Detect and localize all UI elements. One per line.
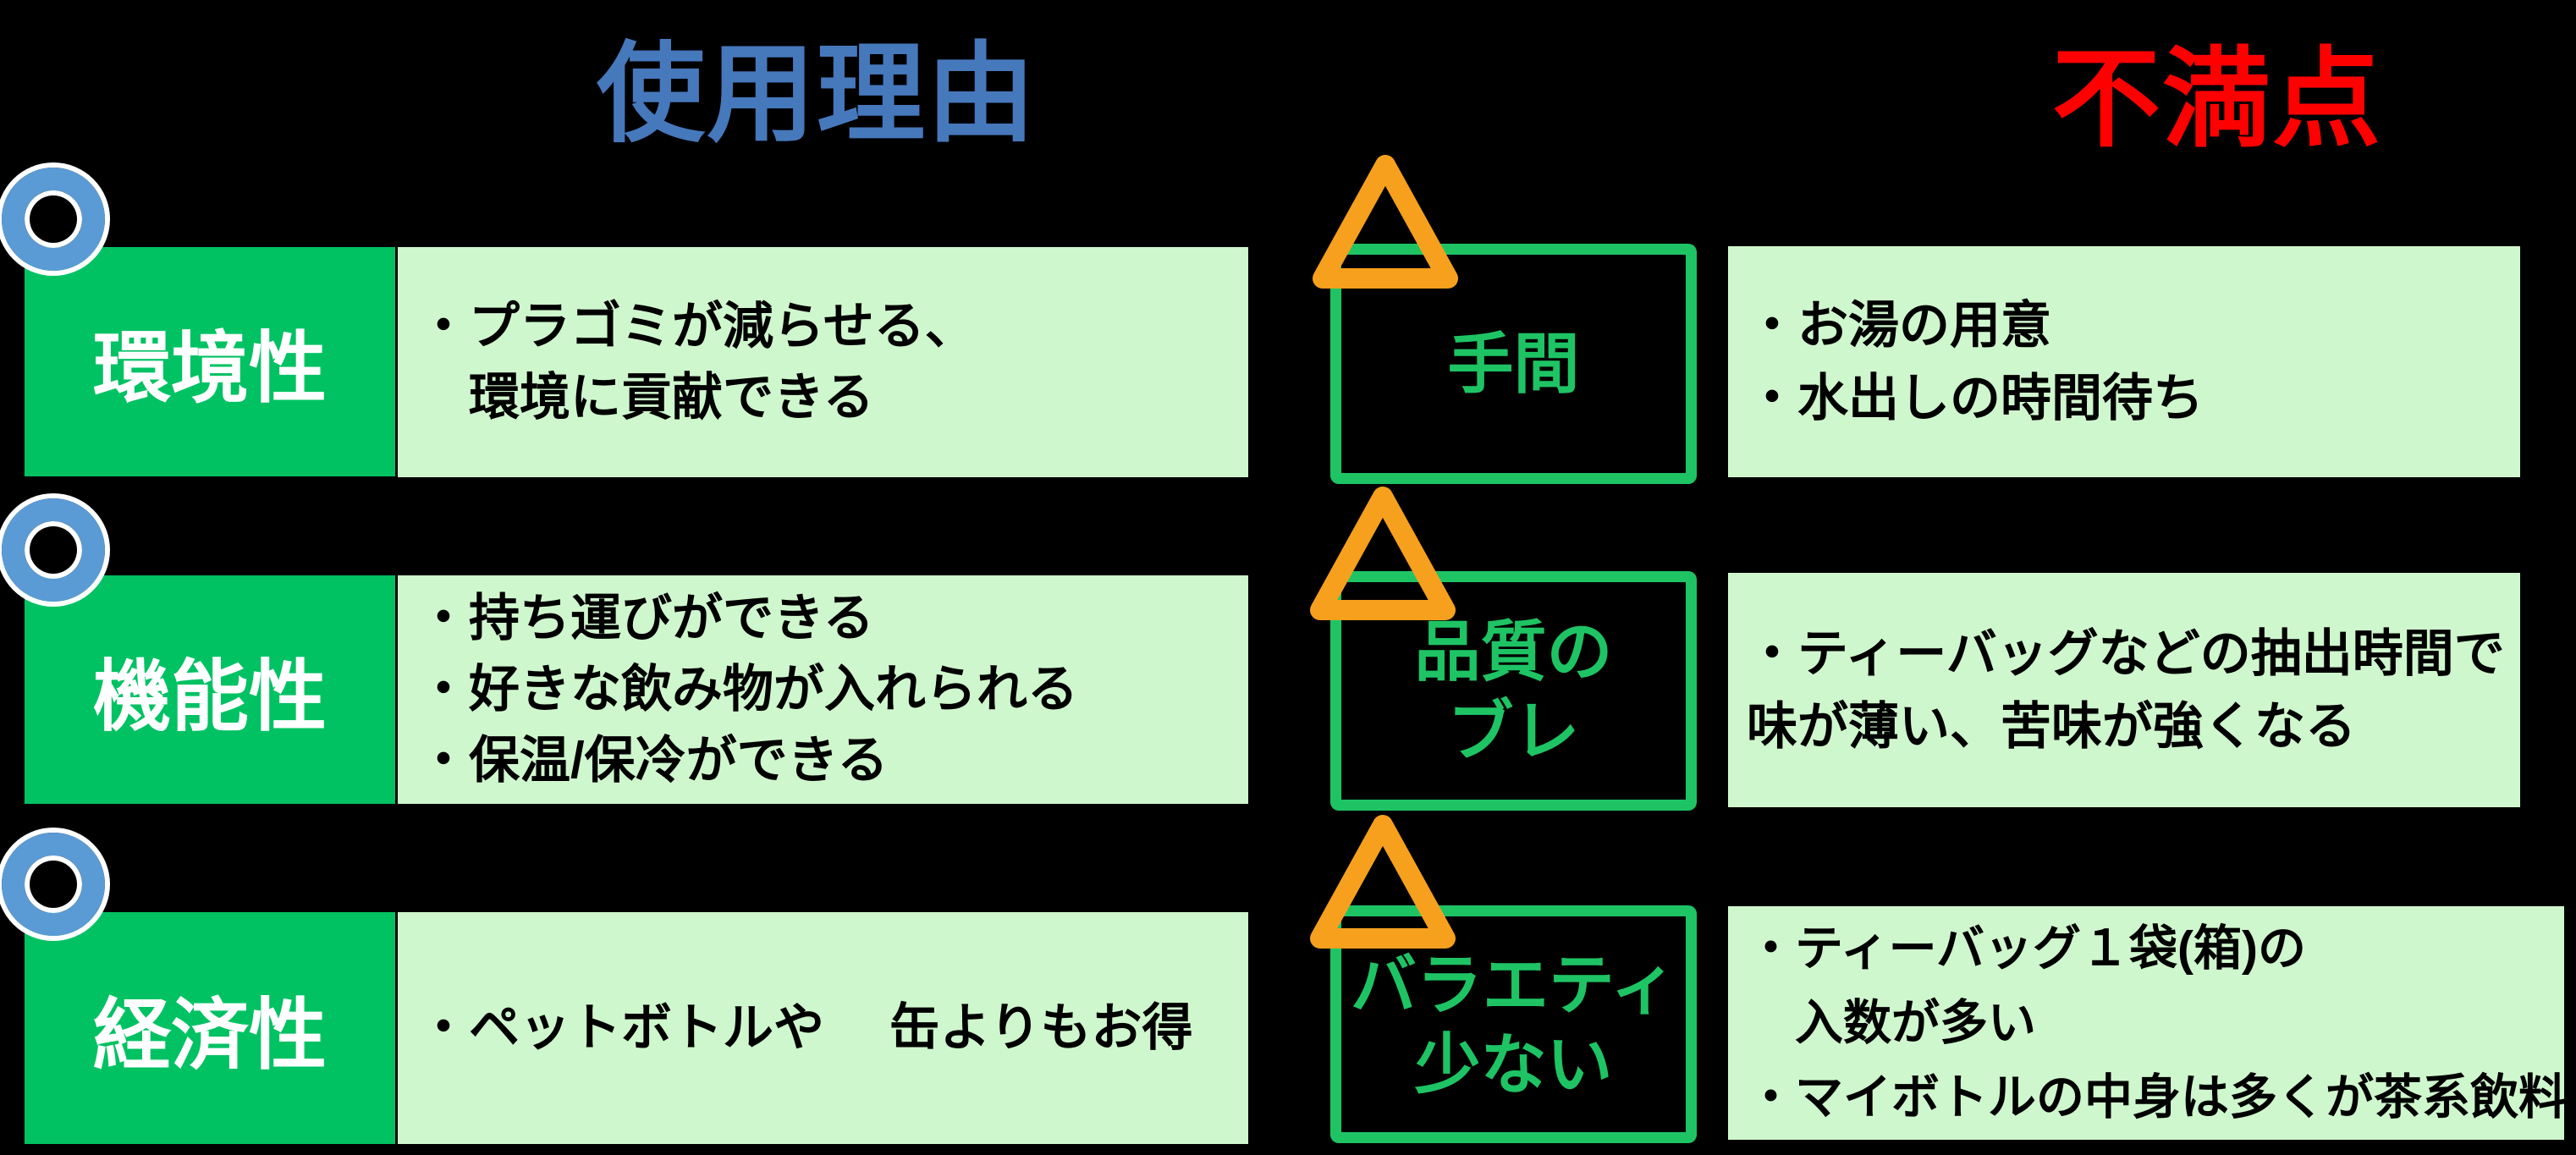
left-column-title: 使用理由 (597, 34, 1038, 155)
complaint-label: バラエティ (1350, 947, 1677, 1022)
reason-label: 経済性 (92, 992, 327, 1079)
triangle-warning-icon (1313, 155, 1458, 289)
reason-label-box: 機能性 (25, 575, 395, 804)
complaint-detail-box: ・ティーバッグ１袋(箱)の 入数が多い ・マイボトルの中身は多くが茶系飲料 (1728, 906, 2567, 1140)
triangle-warning-icon (1310, 487, 1456, 620)
detail-line: ・プラゴミが減らせる、 (418, 298, 976, 355)
complaint-detail-box: ・お湯の用意 ・水出しの時間待ち (1728, 246, 2520, 477)
reason-detail-box: ・持ち運びができる ・好きな飲み物が入れられる ・保温/保冷ができる (398, 575, 1248, 804)
detail-line: ・マイボトルの中身は多くが茶系飲料 (1747, 1070, 2567, 1125)
detail-line: ・持ち運びができる (418, 590, 874, 646)
complaint-label: 品質の (1414, 613, 1613, 689)
detail-line: ・水出しの時間待ち (1747, 369, 2204, 426)
reason-label: 機能性 (92, 653, 327, 740)
reason-label-box: 経済性 (25, 912, 395, 1144)
reason-label-box: 環境性 (25, 247, 395, 476)
complaint-label: ブレ (1447, 693, 1580, 768)
complaint-detail-box: ・ティーバッグなどの抽出時間で 味が薄い、苦味が強くなる (1728, 573, 2520, 807)
reason-detail-box: ・プラゴミが減らせる、 環境に貢献できる (398, 247, 1248, 477)
complaint-label: 少ない (1414, 1026, 1613, 1102)
circle-marker-icon (2, 498, 105, 602)
detail-line: ・ティーバッグなどの抽出時間で (1747, 624, 2505, 682)
detail-line: 味が薄い、苦味が強くなる (1747, 697, 2356, 755)
right-column-title: 不満点 (2052, 39, 2383, 160)
triangle-warning-icon (1310, 815, 1456, 949)
detail-line: ・お湯の用意 (1747, 296, 2051, 354)
reason-label: 環境性 (92, 326, 327, 412)
detail-line: ・ペットボトルや 缶よりもお得 (418, 999, 1193, 1056)
detail-line: 環境に貢献できる (418, 369, 874, 426)
detail-line: ・好きな飲み物が入れられる (418, 661, 1078, 718)
detail-line: ・保温/保冷ができる (418, 732, 889, 789)
circle-marker-icon (2, 168, 105, 271)
detail-line: 入数が多い (1747, 996, 2036, 1050)
reason-detail-box: ・ペットボトルや 缶よりもお得 (398, 912, 1248, 1144)
detail-line: ・ティーバッグ１袋(箱)の (1747, 921, 2306, 976)
complaint-label: 手間 (1447, 327, 1580, 401)
circle-marker-icon (2, 833, 105, 936)
